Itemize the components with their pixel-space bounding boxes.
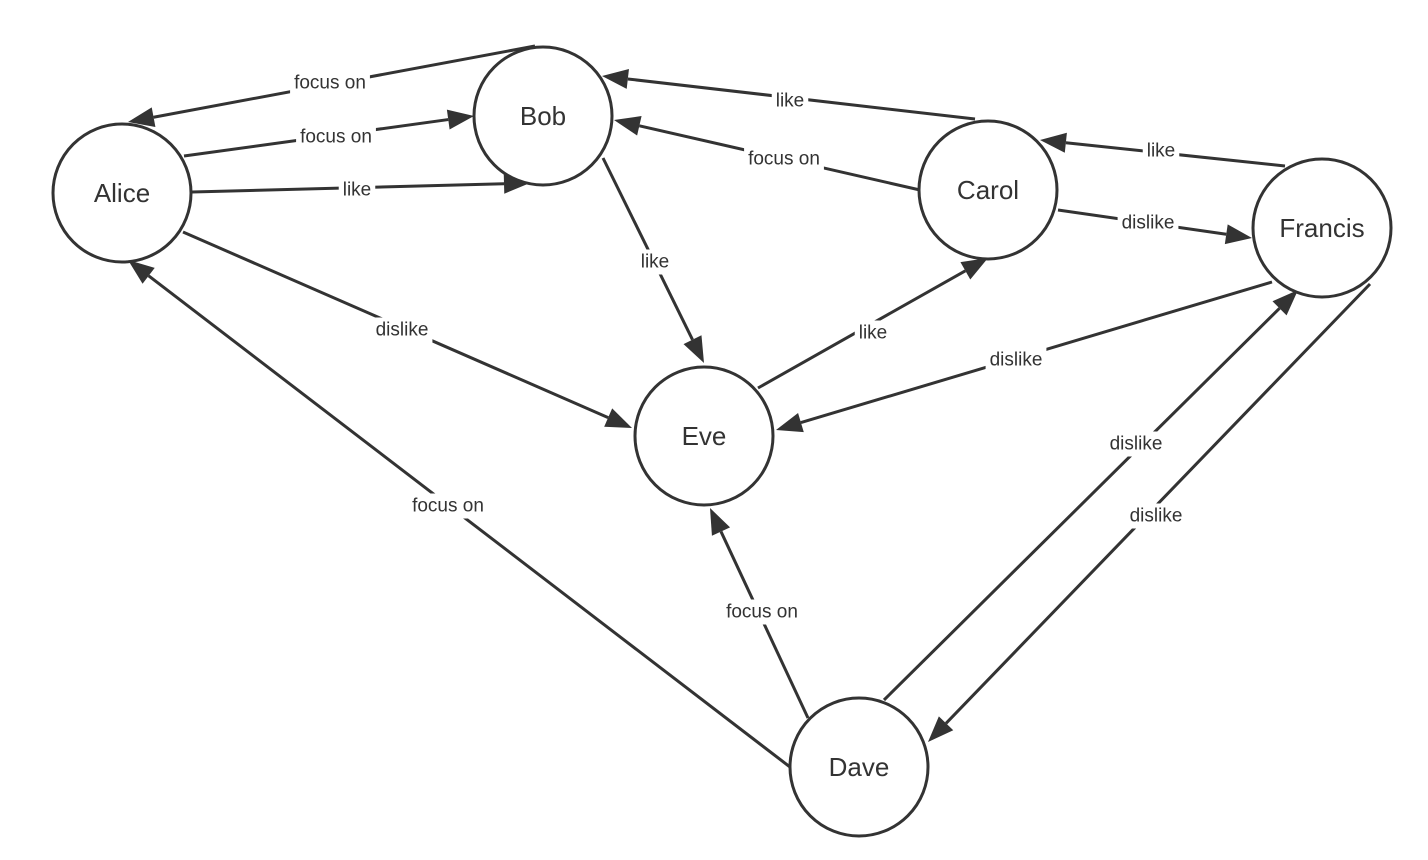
edge-label-text: dislike bbox=[376, 320, 429, 341]
edge-label-alice-bob-focus: focus on bbox=[296, 124, 376, 150]
arrowhead-icon bbox=[1040, 132, 1067, 153]
edge-label-dave-eve-focus: focus on bbox=[722, 599, 802, 625]
node-circle[interactable] bbox=[51, 122, 193, 264]
edge-label-text: like bbox=[343, 180, 372, 201]
arrowhead-icon bbox=[446, 109, 474, 130]
edge-label-francis-dave-dislike: dislike bbox=[1125, 503, 1187, 529]
arrowhead-icon bbox=[128, 260, 155, 284]
edge-labels-layer: focus on focus on like like focus on like disl… bbox=[290, 70, 1187, 625]
edge-label-carol-bob-like: like bbox=[771, 88, 809, 114]
node-eve[interactable]: Eve bbox=[633, 365, 775, 507]
edge-label-text: dislike bbox=[1110, 434, 1163, 455]
edge-label-background bbox=[371, 317, 433, 343]
node-carol[interactable]: Carol bbox=[917, 119, 1059, 261]
edge-dave-eve-focus bbox=[710, 508, 810, 719]
node-circle[interactable] bbox=[788, 696, 930, 838]
node-alice[interactable]: Alice bbox=[51, 122, 193, 264]
edge-label-background bbox=[771, 88, 809, 114]
edge-label-carol-bob-focus: focus on bbox=[744, 146, 824, 172]
arrowhead-icon bbox=[602, 69, 629, 89]
edge-label-background bbox=[854, 320, 892, 346]
edge-label-text: focus on bbox=[300, 127, 372, 148]
edge-label-background bbox=[1125, 503, 1187, 529]
edge-label-alice-bob-like: like bbox=[338, 177, 376, 203]
node-francis[interactable]: Francis bbox=[1251, 157, 1393, 299]
edge-label-background bbox=[338, 177, 376, 203]
edge-label-background bbox=[985, 347, 1047, 373]
edge-label-background bbox=[290, 70, 370, 96]
edge-label-text: dislike bbox=[990, 350, 1043, 371]
edge-label-background bbox=[1105, 431, 1167, 457]
edge-label-background bbox=[1117, 210, 1179, 236]
edge-line bbox=[147, 274, 791, 769]
arrowhead-icon bbox=[683, 335, 704, 363]
arrowhead-icon bbox=[928, 716, 954, 742]
edge-label-text: like bbox=[1147, 141, 1176, 162]
node-circle[interactable] bbox=[472, 45, 614, 187]
edge-label-text: like bbox=[641, 252, 670, 273]
edge-label-text: focus on bbox=[294, 73, 366, 94]
edge-label-background bbox=[1142, 138, 1180, 164]
edge-bob-eve-like bbox=[601, 157, 704, 363]
edge-label-text: focus on bbox=[726, 602, 798, 623]
edge-dave-alice-focus bbox=[128, 260, 791, 769]
edge-label-francis-carol-like: like bbox=[1142, 138, 1180, 164]
node-circle[interactable] bbox=[1251, 157, 1393, 299]
edge-label-background bbox=[636, 249, 674, 275]
edge-label-text: like bbox=[776, 91, 805, 112]
node-label: Eve bbox=[682, 421, 727, 451]
node-label: Bob bbox=[520, 101, 566, 131]
edge-label-text: focus on bbox=[412, 496, 484, 517]
edge-line bbox=[882, 307, 1281, 702]
edge-label-background bbox=[722, 599, 802, 625]
edge-label-dave-francis-dislike: dislike bbox=[1105, 431, 1167, 457]
node-label: Alice bbox=[94, 178, 150, 208]
edge-label-bob-alice-focus: focus on bbox=[290, 70, 370, 96]
edge-label-carol-francis-dislike: dislike bbox=[1117, 210, 1179, 236]
node-dave[interactable]: Dave bbox=[788, 696, 930, 838]
node-label: Carol bbox=[957, 175, 1019, 205]
edge-label-text: dislike bbox=[1130, 506, 1183, 527]
edge-label-dave-alice-focus: focus on bbox=[408, 493, 488, 519]
node-circle[interactable] bbox=[633, 365, 775, 507]
arrowhead-icon bbox=[710, 508, 731, 536]
node-label: Francis bbox=[1279, 213, 1364, 243]
edge-label-background bbox=[744, 146, 824, 172]
edge-label-francis-eve-dislike: dislike bbox=[985, 347, 1047, 373]
edge-label-bob-eve-like: like bbox=[636, 249, 674, 275]
edge-label-text: focus on bbox=[748, 149, 820, 170]
node-label: Dave bbox=[829, 752, 890, 782]
arrowhead-icon bbox=[960, 258, 988, 280]
arrowhead-icon bbox=[1224, 224, 1252, 245]
edge-dave-francis-dislike bbox=[882, 290, 1298, 702]
arrowhead-icon bbox=[776, 412, 804, 433]
edge-label-eve-carol-like: like bbox=[854, 320, 892, 346]
edge-label-background bbox=[408, 493, 488, 519]
arrowhead-icon bbox=[614, 116, 642, 136]
edge-label-text: like bbox=[859, 323, 888, 344]
edge-label-alice-eve-dislike: dislike bbox=[371, 317, 433, 343]
arrowhead-icon bbox=[503, 173, 530, 194]
edge-line bbox=[719, 530, 810, 719]
arrowhead-icon bbox=[604, 408, 632, 428]
edge-label-background bbox=[296, 124, 376, 150]
edge-line bbox=[601, 157, 694, 341]
node-circle[interactable] bbox=[917, 119, 1059, 261]
edge-label-text: dislike bbox=[1122, 213, 1175, 234]
arrowhead-icon bbox=[1272, 290, 1298, 316]
arrowhead-icon bbox=[128, 107, 156, 128]
node-bob[interactable]: Bob bbox=[472, 45, 614, 187]
